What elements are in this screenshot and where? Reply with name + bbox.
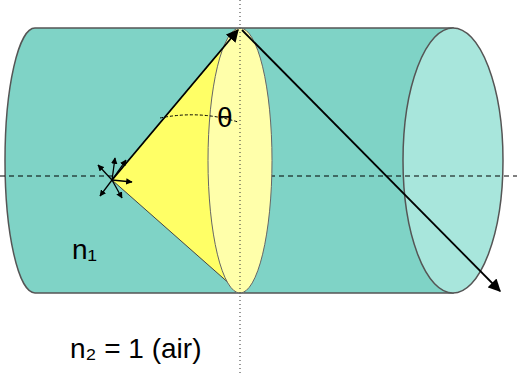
reflected-ray [242, 30, 500, 291]
normal-line [240, 0, 241, 375]
light-ray [112, 30, 238, 180]
medium-index: n₁ [72, 236, 97, 264]
fiber-end [403, 28, 503, 293]
source-arrows [98, 158, 132, 198]
air-index: n₂ = 1 (air) [70, 335, 201, 363]
angle-symbol: θ [217, 104, 233, 132]
fiber-body [5, 28, 453, 293]
